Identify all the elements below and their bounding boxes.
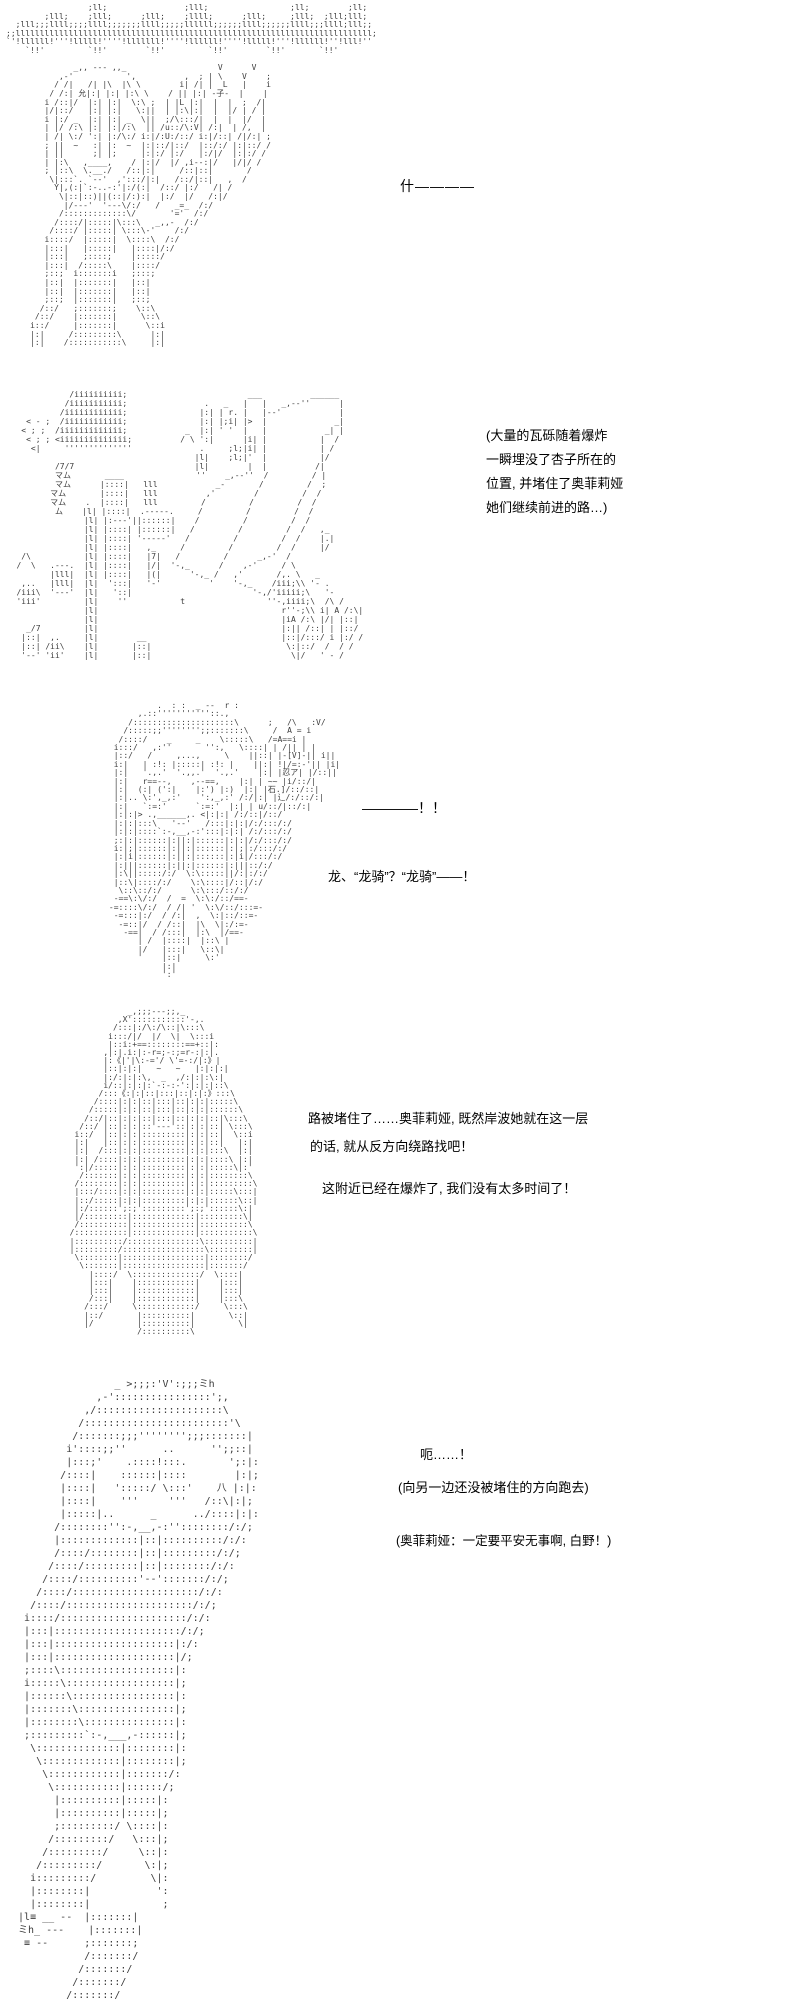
dialogue-panel-4-line-2: 的话, 就从反方向绕路找吧！	[310, 1139, 474, 1154]
dialogue-panel-2-narration: (大量的瓦砾随着爆炸 一瞬埋没了杏子所在的 位置, 并堵住了奥菲莉娅 她们继续前…	[486, 424, 623, 520]
dialogue-panel-5-ophelia-thought: (奥菲莉娅：一定要平安无事啊, 白野！)	[396, 1534, 612, 1548]
dialogue-panel-5-action-note: (向另一边还没被堵住的方向跑去)	[398, 1480, 589, 1495]
ascii-art-panel-3-face-closeup: . : : _ -- r : ,.::'''''''''''::., /::::…	[108, 701, 341, 979]
narration-line-2: 一瞬埋没了杏子所在的	[486, 452, 617, 467]
dialogue-panel-5-line-1: 呃……！	[420, 1447, 473, 1462]
narration-line-3: 位置, 并堵住了奥菲莉娅	[486, 476, 624, 491]
dialogue-panel-4-line-1: 路被堵住了……奥菲莉娅, 既然岸波她就在这一层	[308, 1111, 589, 1126]
dialogue-panel-3-exclamation: ————！！	[362, 800, 446, 816]
ascii-art-panel-2-explosion-rubble: /iiiiiiiiii; ___ ______ /iiiiiiiiiii; . …	[16, 390, 364, 660]
dialogue-panel-4-line-3: 这附近已经在爆炸了, 我们没有太多时间了！	[322, 1181, 577, 1196]
ascii-art-panel-5-running-character: _ >;;;:'V':;;;ミh ,-'::::::::::::::::';, …	[18, 1379, 259, 2000]
ascii-art-panel-1-character-shouting: ;ll; ;lll; ;ll; ;ll; ;lll; ;lll; ;lll; ;…	[6, 3, 377, 348]
narration-line-4: 她们继续前进的路…)	[486, 500, 608, 515]
dialogue-panel-1-shout: 什————	[400, 178, 475, 194]
narration-line-1: (大量的瓦砾随着爆炸	[486, 428, 608, 443]
ascii-art-panel-4-long-haired-character: _,;;;---;;,_ ,X':::::::::::'-,. /:::|:/\…	[69, 1007, 258, 1336]
dialogue-panel-3-line: 龙、“龙骑”？“龙骑”——！	[328, 869, 476, 884]
